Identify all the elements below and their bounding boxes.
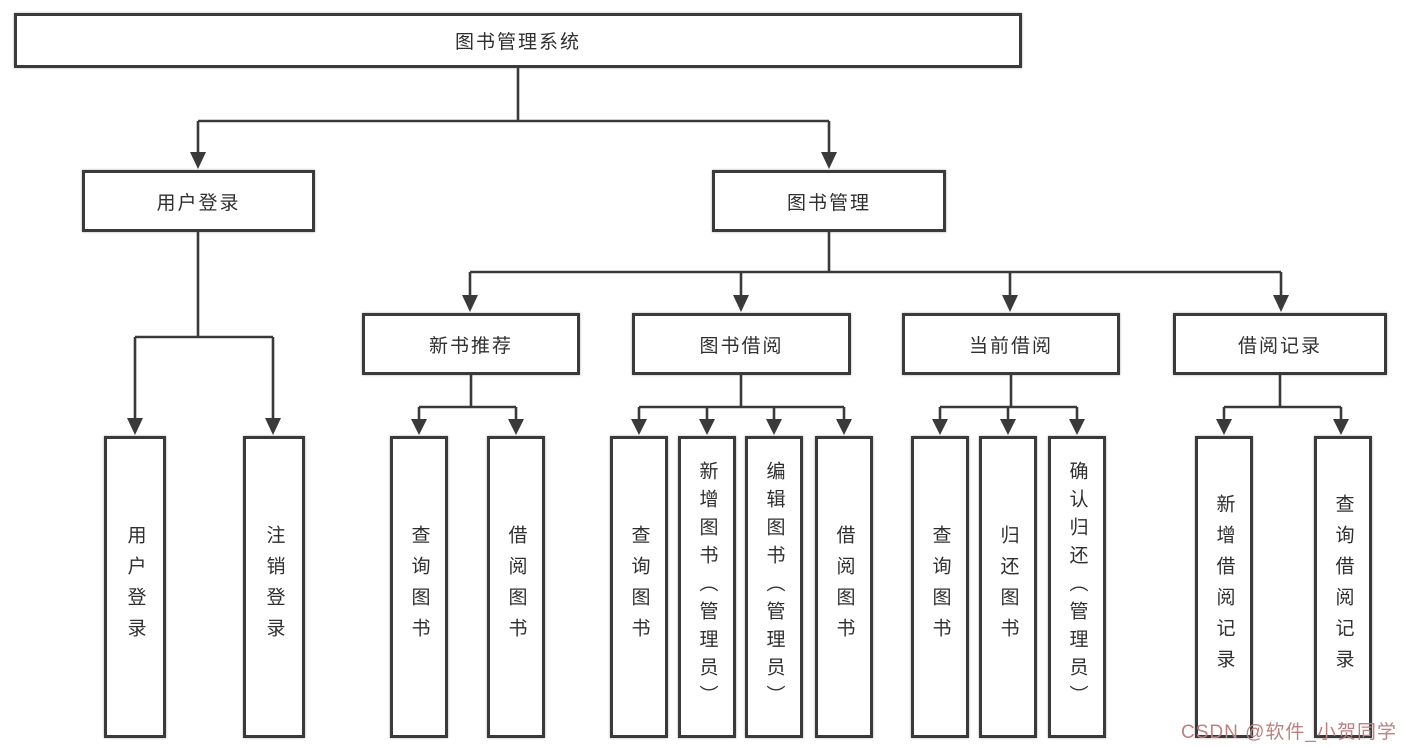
leaf-current-confirm-admin: 确认归还（管理员） [1048, 436, 1106, 738]
leaf-logout: 注销登录 [243, 436, 305, 738]
leaf-current-return-label: 归还图书 [997, 525, 1019, 649]
leaf-current-query: 查询图书 [911, 436, 969, 738]
leaf-record-add: 新增借阅记录 [1195, 436, 1253, 738]
node-user-login: 用户登录 [82, 170, 315, 232]
leaf-borrow-query: 查询图书 [610, 436, 668, 738]
leaf-record-query-label: 查询借阅记录 [1332, 494, 1354, 680]
node-current-borrow: 当前借阅 [902, 313, 1120, 375]
leaf-current-query-label: 查询图书 [929, 525, 951, 649]
node-root: 图书管理系统 [14, 13, 1022, 68]
leaf-current-return: 归还图书 [979, 436, 1037, 738]
node-borrow-record-label: 借阅记录 [1237, 335, 1322, 357]
node-book-borrow: 图书借阅 [632, 313, 851, 375]
leaf-borrow-edit-admin-label: 编辑图书（管理员） [763, 461, 785, 713]
leaf-newbook-borrow: 借阅图书 [487, 436, 545, 738]
node-new-book-recommend-label: 新书推荐 [428, 335, 513, 357]
leaf-user-login-label: 用户登录 [124, 525, 146, 649]
node-user-login-label: 用户登录 [156, 192, 241, 214]
leaf-user-login: 用户登录 [104, 436, 166, 738]
leaf-newbook-query: 查询图书 [390, 436, 448, 738]
csdn-watermark: CSDN @软件_小贺同学 [1181, 722, 1397, 743]
leaf-borrow-edit-admin: 编辑图书（管理员） [745, 436, 803, 738]
leaf-borrow-add-admin: 新增图书（管理员） [678, 436, 736, 738]
leaf-newbook-borrow-label: 借阅图书 [505, 525, 527, 649]
leaf-logout-label: 注销登录 [263, 525, 285, 649]
node-book-borrow-label: 图书借阅 [699, 335, 784, 357]
node-book-management: 图书管理 [712, 170, 946, 232]
leaf-borrow-add-admin-label: 新增图书（管理员） [696, 461, 718, 713]
leaf-borrow-book-label: 借阅图书 [833, 525, 855, 649]
leaf-borrow-query-label: 查询图书 [628, 525, 650, 649]
node-book-management-label: 图书管理 [786, 192, 871, 214]
leaf-record-query: 查询借阅记录 [1314, 436, 1372, 738]
node-new-book-recommend: 新书推荐 [362, 313, 580, 375]
leaf-newbook-query-label: 查询图书 [408, 525, 430, 649]
leaf-current-confirm-admin-label: 确认归还（管理员） [1066, 461, 1088, 713]
node-current-borrow-label: 当前借阅 [968, 335, 1053, 357]
node-root-label: 图书管理系统 [454, 32, 581, 53]
leaf-record-add-label: 新增借阅记录 [1213, 494, 1235, 680]
leaf-borrow-book: 借阅图书 [815, 436, 873, 738]
node-borrow-record: 借阅记录 [1173, 313, 1387, 375]
